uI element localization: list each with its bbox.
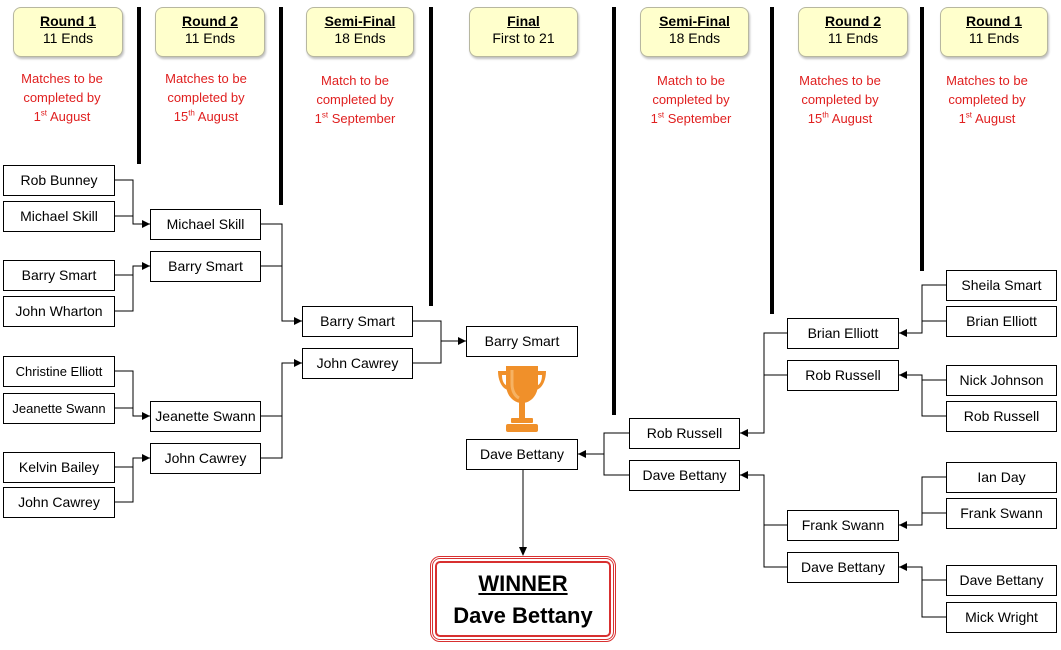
note-line: completed by	[23, 90, 101, 105]
header-title: Semi-Final	[324, 13, 396, 29]
player-box: Brian Elliott	[946, 306, 1057, 337]
note-line: completed by	[801, 92, 879, 107]
header-final: Final First to 21	[469, 7, 578, 57]
header-sub: 11 Ends	[42, 30, 94, 46]
deadline-note-semi-right: Match to be completed by 1st September	[631, 71, 751, 128]
player-box: Dave Bettany	[629, 460, 740, 491]
player-box: Michael Skill	[3, 201, 115, 232]
deadline-note-semi-left: Match to be completed by 1st September	[295, 71, 415, 128]
note-day: 15	[807, 111, 823, 126]
player-box: Frank Swann	[787, 510, 899, 541]
note-ordinal: st	[965, 110, 973, 120]
note-day: 15	[173, 109, 189, 124]
player-box: Rob Russell	[946, 401, 1057, 432]
player-box: Jeanette Swann	[150, 401, 261, 432]
note-month: August	[974, 111, 1016, 126]
header-sub: 18 Ends	[334, 30, 386, 46]
winner-label: WINNER	[478, 571, 568, 596]
header-title: Final	[507, 13, 540, 29]
header-title: Round 2	[825, 13, 881, 29]
winner-box: WINNER Dave Bettany	[430, 556, 616, 642]
deadline-note-round1-right: Matches to be completed by 1st August	[927, 71, 1047, 128]
note-ordinal: st	[321, 110, 329, 120]
note-ordinal: th	[822, 110, 829, 120]
header-title: Round 2	[182, 13, 238, 29]
note-day: 1	[650, 111, 658, 126]
player-box: Kelvin Bailey	[3, 452, 115, 483]
note-line: Matches to be	[21, 71, 103, 86]
header-semi-left: Semi-Final 18 Ends	[306, 7, 414, 57]
note-day: 1	[958, 111, 966, 126]
player-box: Dave Bettany	[946, 565, 1057, 596]
header-title: Round 1	[966, 13, 1022, 29]
finalist-box: Dave Bettany	[466, 439, 578, 470]
player-box: Sheila Smart	[946, 270, 1057, 301]
note-line: completed by	[948, 92, 1026, 107]
note-day: 1	[33, 109, 41, 124]
note-month: September	[331, 111, 396, 126]
note-month: August	[197, 109, 239, 124]
trophy-icon	[498, 366, 546, 432]
player-box: Barry Smart	[150, 251, 261, 282]
finalist-box: Barry Smart	[466, 326, 578, 357]
player-box: Barry Smart	[3, 260, 115, 291]
arrowheads	[142, 220, 907, 571]
header-round1-right: Round 1 11 Ends	[940, 7, 1048, 57]
header-sub: 11 Ends	[827, 30, 879, 46]
connectors	[115, 179, 946, 618]
player-box: Brian Elliott	[787, 318, 899, 349]
note-line: Match to be	[321, 73, 389, 88]
player-box: Ian Day	[946, 462, 1057, 493]
winner-name: Dave Bettany	[453, 603, 593, 628]
player-box: Rob Bunney	[3, 165, 115, 196]
column-dividers	[137, 7, 924, 415]
player-box: Mick Wright	[946, 602, 1057, 633]
note-month: August	[49, 109, 91, 124]
player-box: Barry Smart	[302, 306, 413, 337]
player-box: Rob Russell	[629, 418, 740, 449]
deadline-note-round2-right: Matches to be completed by 15th August	[780, 71, 900, 128]
player-box: John Wharton	[3, 296, 115, 327]
player-box: John Cawrey	[150, 443, 261, 474]
header-sub: 18 Ends	[668, 30, 721, 46]
player-box: Michael Skill	[150, 209, 261, 240]
note-line: completed by	[167, 90, 245, 105]
note-line: completed by	[316, 92, 394, 107]
header-round2-right: Round 2 11 Ends	[798, 7, 908, 57]
header-round1-left: Round 1 11 Ends	[13, 7, 123, 57]
deadline-note-round2-left: Matches to be completed by 15th August	[146, 69, 266, 126]
note-day: 1	[314, 111, 322, 126]
note-month: September	[667, 111, 732, 126]
note-line: Match to be	[657, 73, 725, 88]
note-line: Matches to be	[946, 73, 1028, 88]
note-line: Matches to be	[165, 71, 247, 86]
header-title: Semi-Final	[659, 13, 730, 29]
header-title: Round 1	[40, 13, 96, 29]
player-box: Dave Bettany	[787, 552, 899, 583]
note-month: August	[831, 111, 873, 126]
header-semi-right: Semi-Final 18 Ends	[640, 7, 749, 57]
player-box: John Cawrey	[302, 348, 413, 379]
player-box: Jeanette Swann	[3, 393, 115, 424]
player-box: Christine Elliott	[3, 356, 115, 387]
header-sub: 11 Ends	[184, 30, 236, 46]
deadline-note-round1-left: Matches to be completed by 1st August	[2, 69, 122, 126]
player-box: John Cawrey	[3, 487, 115, 518]
header-sub: 11 Ends	[968, 30, 1020, 46]
player-box: Frank Swann	[946, 498, 1057, 529]
header-sub: First to 21	[492, 30, 555, 46]
player-box: Rob Russell	[787, 360, 899, 391]
note-line: Matches to be	[799, 73, 881, 88]
note-ordinal: st	[657, 110, 665, 120]
note-line: completed by	[652, 92, 730, 107]
player-box: Nick Johnson	[946, 365, 1057, 396]
header-round2-left: Round 2 11 Ends	[155, 7, 265, 57]
note-ordinal: th	[188, 108, 195, 118]
note-ordinal: st	[40, 108, 48, 118]
